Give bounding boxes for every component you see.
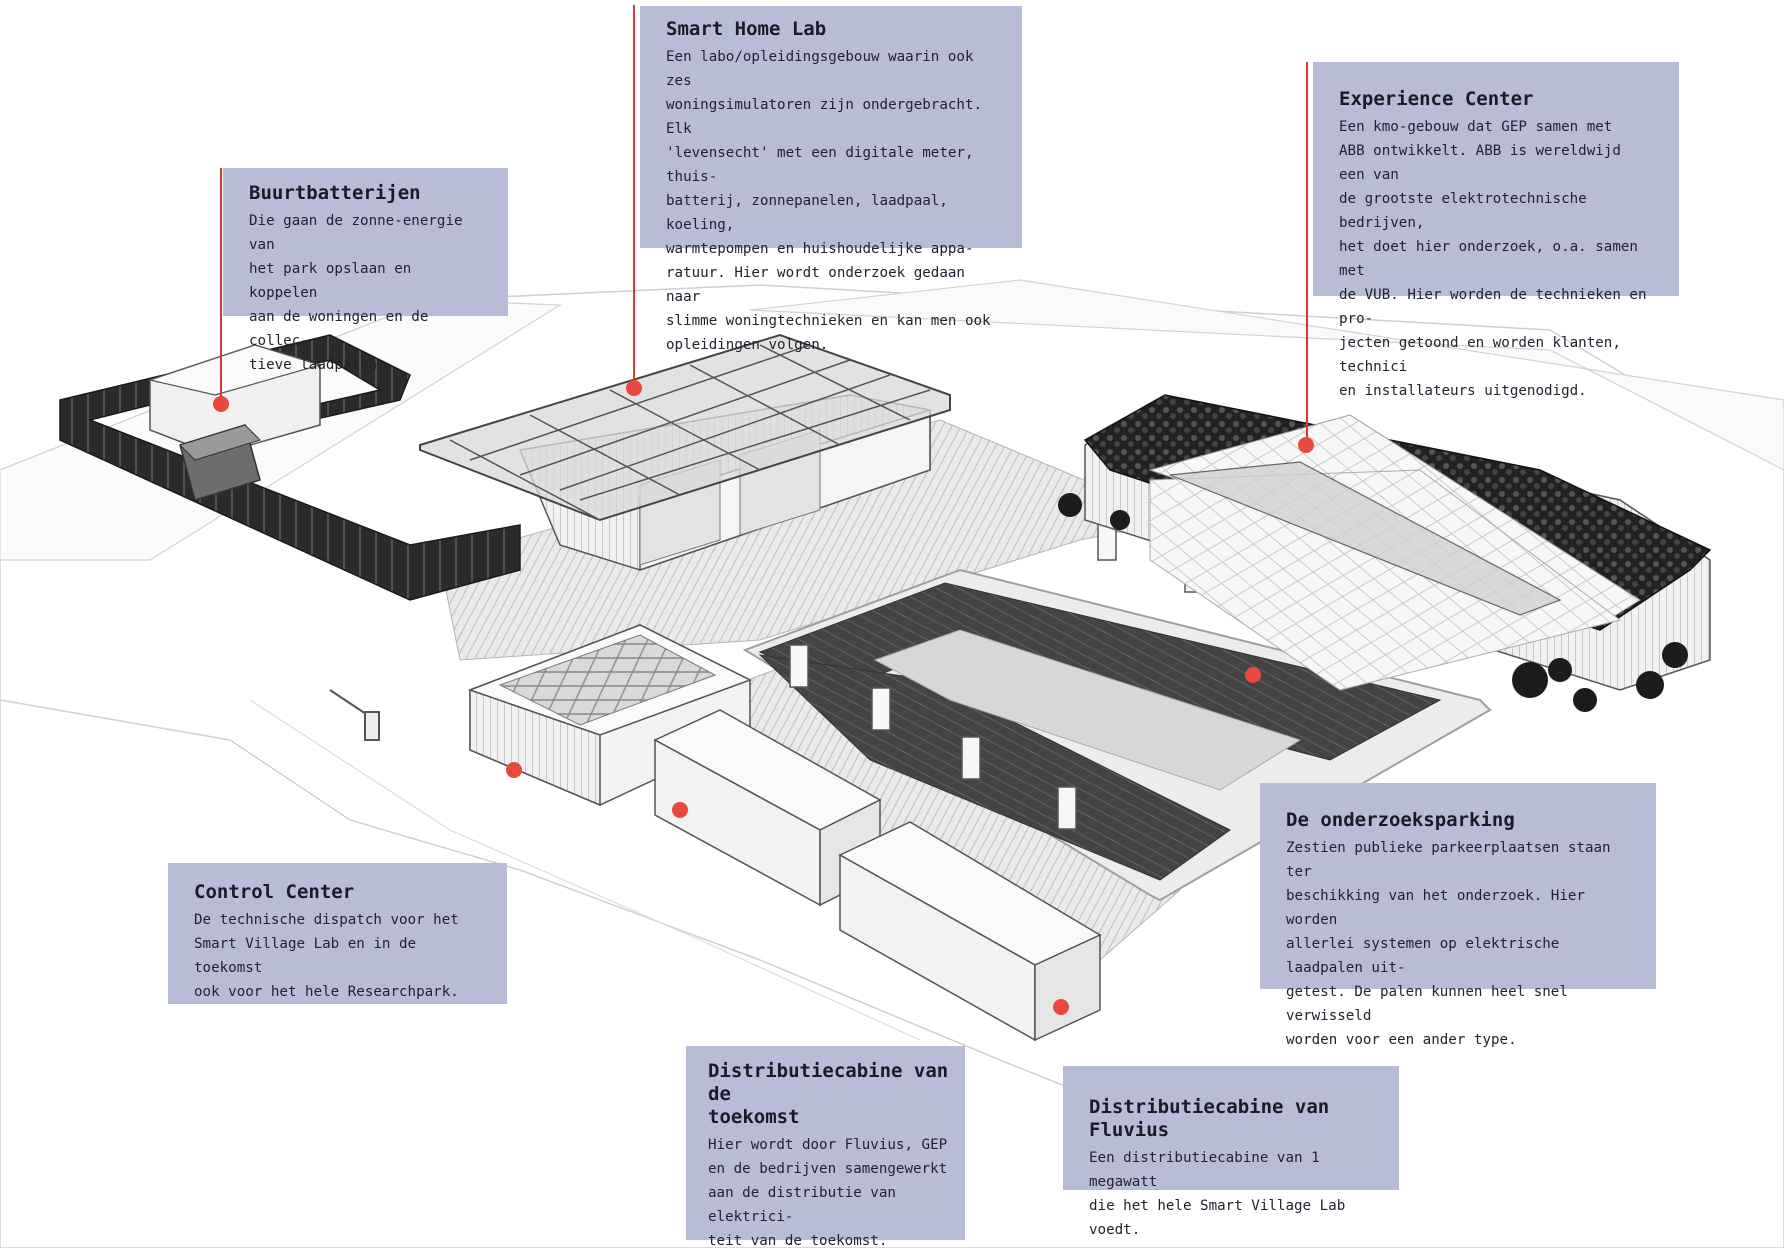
callout-distributiecabine-toekomst: Distributiecabine van de toekomst Hier w… bbox=[686, 1046, 965, 1249]
callout-body: De technische dispatch voor het Smart Vi… bbox=[194, 912, 459, 1000]
callout-control-center: Control Center De technische dispatch vo… bbox=[168, 863, 507, 1004]
callout-body: Een labo/opleidingsgebouw waarin ook zes… bbox=[666, 49, 991, 353]
experience-center-building bbox=[1058, 394, 1712, 712]
marker-experience-center[interactable] bbox=[1298, 437, 1314, 453]
callout-body: Die gaan de zonne-energie van het park o… bbox=[249, 213, 463, 373]
callout-title: Distributiecabine van de toekomst bbox=[708, 1060, 949, 1128]
marker-buurtbatterijen[interactable] bbox=[213, 396, 229, 412]
leader-line-experience-center bbox=[1306, 62, 1308, 445]
callout-title: Smart Home Lab bbox=[666, 18, 827, 40]
callout-buurtbatterijen: Buurtbatterijen Die gaan de zonne-energi… bbox=[223, 168, 508, 373]
callout-body: Zestien publieke parkeerplaatsen staan t… bbox=[1286, 840, 1611, 1048]
fluvius-distribution-cabin bbox=[838, 821, 1102, 1042]
marker-smart-home-lab[interactable] bbox=[626, 380, 642, 396]
marker-distributiecabine-fluvius[interactable] bbox=[1053, 999, 1069, 1015]
road-barrier bbox=[329, 689, 380, 741]
marker-distributiecabine-toekomst[interactable] bbox=[672, 802, 688, 818]
callout-title: Experience Center bbox=[1339, 88, 1534, 110]
callout-body: Een kmo-gebouw dat GEP samen met ABB ont… bbox=[1339, 119, 1647, 399]
callout-body: Een distributiecabine van 1 megawatt die… bbox=[1089, 1150, 1346, 1238]
callout-distributiecabine-fluvius: Distributiecabine van Fluvius Een distri… bbox=[1063, 1066, 1399, 1238]
callout-smart-home-lab: Smart Home Lab Een labo/opleidingsgebouw… bbox=[640, 6, 1022, 353]
smart-home-lab-building bbox=[419, 333, 951, 572]
leader-line-smart-home-lab bbox=[633, 5, 635, 387]
callout-experience-center: Experience Center Een kmo-gebouw dat GEP… bbox=[1313, 62, 1679, 399]
callout-onderzoeksparking: De onderzoeksparking Zestien publieke pa… bbox=[1260, 783, 1656, 1048]
callout-title: Distributiecabine van Fluvius bbox=[1089, 1096, 1330, 1141]
callout-title: Buurtbatterijen bbox=[249, 182, 421, 204]
callout-title: De onderzoeksparking bbox=[1286, 809, 1515, 831]
battery-enclosure bbox=[59, 334, 521, 601]
callout-body: Hier wordt door Fluvius, GEP en de bedri… bbox=[708, 1137, 948, 1249]
marker-control-center[interactable] bbox=[506, 762, 522, 778]
marker-onderzoeksparking[interactable] bbox=[1245, 667, 1261, 683]
callout-title: Control Center bbox=[194, 881, 355, 903]
leader-line-buurtbatterijen bbox=[220, 168, 222, 404]
